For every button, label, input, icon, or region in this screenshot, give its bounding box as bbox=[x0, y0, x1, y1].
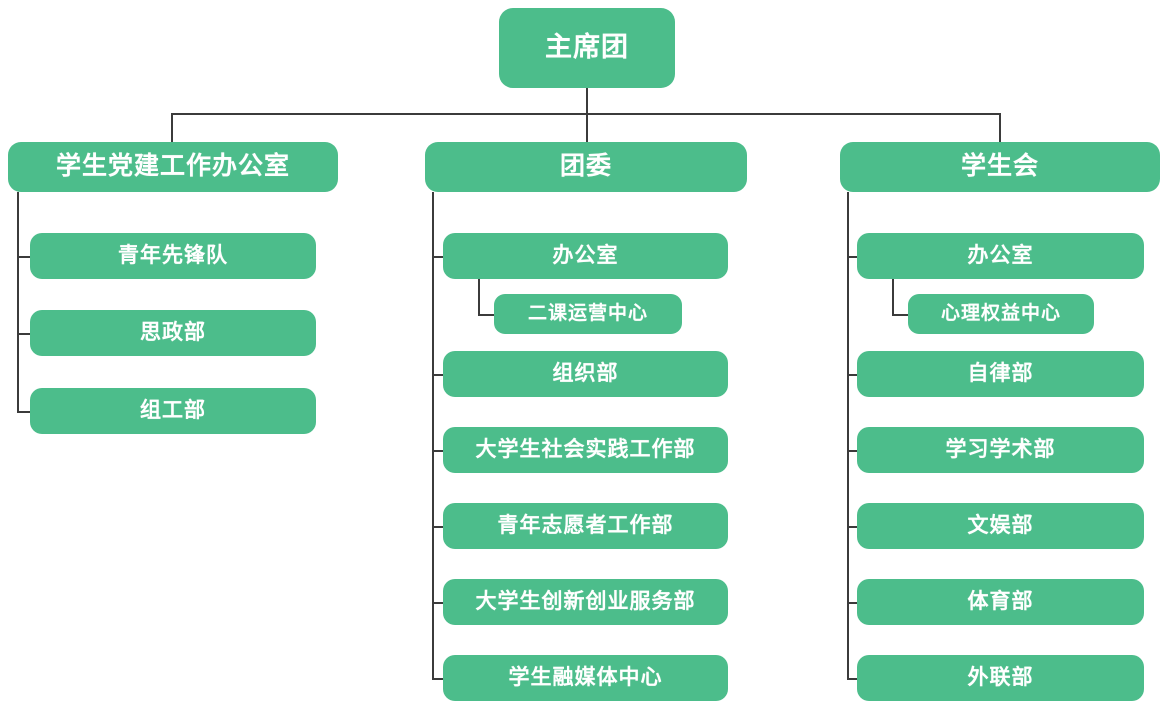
connector-branch-2-stub-6 bbox=[432, 678, 445, 680]
connector-branch-2-stub-5 bbox=[432, 602, 445, 604]
connector-branch-3-stub-5 bbox=[847, 602, 860, 604]
node-branch-2-grandchild-1[interactable]: 二课运营中心 bbox=[494, 294, 682, 334]
node-branch-3-child-3[interactable]: 学习学术部 bbox=[857, 427, 1144, 473]
node-branch-3-grandchild-1[interactable]: 心理权益中心 bbox=[908, 294, 1094, 334]
node-branch-3-child-2[interactable]: 自律部 bbox=[857, 351, 1144, 397]
node-branch-3-child-4[interactable]: 文娱部 bbox=[857, 503, 1144, 549]
node-branch-2-child-4[interactable]: 青年志愿者工作部 bbox=[443, 503, 728, 549]
connector-branch-3-child-1-stub bbox=[892, 314, 909, 316]
connector-branch-3-spine bbox=[847, 192, 849, 680]
connector-branch-3-stub-6 bbox=[847, 678, 860, 680]
connector-branch-2-child-1-stub bbox=[478, 314, 495, 316]
node-branch-1-child-3[interactable]: 组工部 bbox=[30, 388, 316, 434]
connector-branch-2-stub-3 bbox=[432, 450, 445, 452]
node-branch-2[interactable]: 团委 bbox=[425, 142, 747, 192]
connector-branch-2-child-1-spine bbox=[478, 279, 480, 315]
connector-branch-3-child-1-spine bbox=[892, 279, 894, 315]
node-branch-3-child-5[interactable]: 体育部 bbox=[857, 579, 1144, 625]
connector-bus-to-branch-2 bbox=[586, 113, 588, 142]
connector-branch-1-spine bbox=[17, 192, 19, 413]
connector-branch-2-stub-1 bbox=[432, 256, 445, 258]
connector-branch-2-stub-4 bbox=[432, 526, 445, 528]
connector-branch-3-stub-1 bbox=[847, 256, 860, 258]
connector-branch-2-spine bbox=[432, 192, 434, 680]
connector-branch-3-stub-4 bbox=[847, 526, 860, 528]
connector-branch-1-stub-1 bbox=[17, 256, 32, 258]
connector-branch-3-stub-3 bbox=[847, 450, 860, 452]
connector-bus-to-branch-1 bbox=[171, 113, 173, 142]
node-branch-1-child-2[interactable]: 思政部 bbox=[30, 310, 316, 356]
node-branch-2-child-6[interactable]: 学生融媒体中心 bbox=[443, 655, 728, 701]
connector-branch-2-stub-2 bbox=[432, 374, 445, 376]
node-branch-3-child-6[interactable]: 外联部 bbox=[857, 655, 1144, 701]
node-branch-1-child-1[interactable]: 青年先锋队 bbox=[30, 233, 316, 279]
connector-root-drop bbox=[586, 88, 588, 114]
connector-branch-1-stub-2 bbox=[17, 333, 32, 335]
node-branch-1[interactable]: 学生党建工作办公室 bbox=[8, 142, 338, 192]
node-root[interactable]: 主席团 bbox=[499, 8, 675, 88]
node-branch-3[interactable]: 学生会 bbox=[840, 142, 1160, 192]
connector-branch-1-stub-3 bbox=[17, 411, 32, 413]
connector-bus-to-branch-3 bbox=[999, 113, 1001, 142]
node-branch-2-child-2[interactable]: 组织部 bbox=[443, 351, 728, 397]
node-branch-3-child-1[interactable]: 办公室 bbox=[857, 233, 1144, 279]
node-branch-2-child-3[interactable]: 大学生社会实践工作部 bbox=[443, 427, 728, 473]
node-branch-2-child-5[interactable]: 大学生创新创业服务部 bbox=[443, 579, 728, 625]
connector-branch-3-stub-2 bbox=[847, 374, 860, 376]
node-branch-2-child-1[interactable]: 办公室 bbox=[443, 233, 728, 279]
